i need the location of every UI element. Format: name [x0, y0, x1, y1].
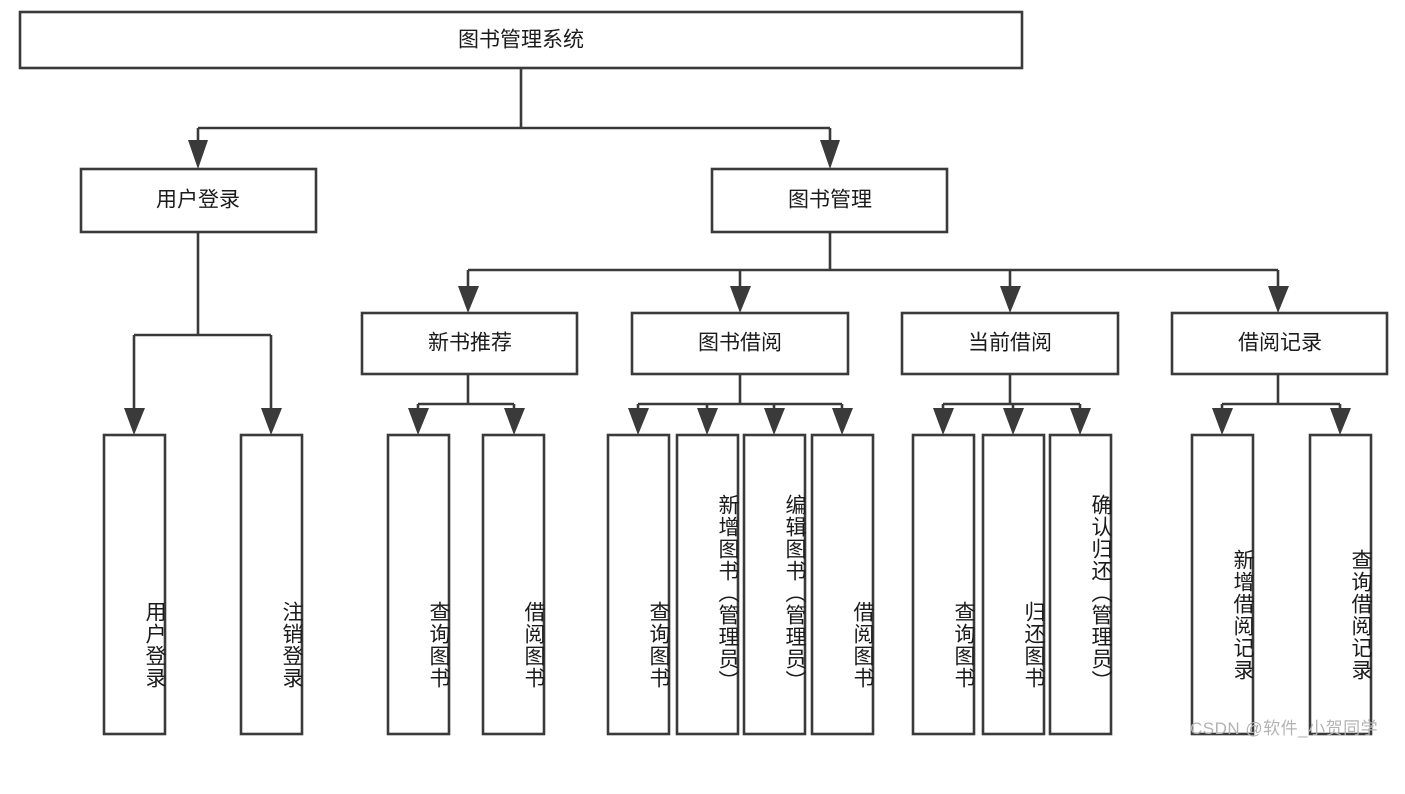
arrow-head-add-borrow-record	[1212, 408, 1233, 435]
flowchart-canvas: 图书管理系统 用户登录 图书管理 新书推荐 图书借阅 当前	[18, 10, 1389, 738]
arrow-head-query-book-2	[628, 408, 649, 435]
arrow-head-return-book	[1003, 408, 1024, 435]
flowchart-svg: 图书管理系统 用户登录 图书管理 新书推荐 图书借阅 当前	[18, 10, 1389, 736]
node-book-management-box[interactable]	[710, 167, 949, 234]
node-current-borrow[interactable]: 当前借阅	[900, 311, 1120, 376]
node-book-management[interactable]: 图书管理	[710, 167, 949, 234]
node-user-login-box[interactable]	[79, 167, 318, 234]
node-book-borrow-label: 图书借阅	[698, 332, 782, 355]
arrow-head-user-login	[188, 140, 208, 169]
node-return-book-box[interactable]	[981, 433, 1046, 736]
arrow-head-query-book-3	[933, 408, 954, 435]
node-edit-book-admin-box[interactable]	[742, 433, 807, 736]
arrow-head-query-borrow-record	[1330, 408, 1351, 435]
node-add-borrow-record-box[interactable]	[1190, 433, 1255, 736]
node-current-borrow-box[interactable]	[900, 311, 1120, 376]
node-query-book-2-box[interactable]	[606, 433, 671, 736]
node-user-login-do-box[interactable]	[102, 433, 167, 736]
arrow-head-confirm-return-admin	[1070, 408, 1091, 435]
arrow-head-book-management	[820, 140, 840, 169]
arrow-head-user-logout	[261, 408, 282, 435]
node-user-login-label: 用户登录	[156, 189, 240, 212]
node-layer: 图书管理系统 用户登录 图书管理 新书推荐 图书借阅 当前	[18, 10, 1389, 736]
node-user-login[interactable]: 用户登录	[79, 167, 318, 234]
csdn-watermark: CSDN @软件_小贺同学	[1190, 719, 1379, 738]
node-borrow-record[interactable]: 借阅记录	[1170, 311, 1389, 376]
node-root[interactable]: 图书管理系统	[18, 10, 1024, 70]
node-book-borrow[interactable]: 图书借阅	[630, 311, 850, 376]
arrow-head-edit-book-admin	[764, 408, 785, 435]
node-user-logout-box[interactable]	[239, 433, 304, 736]
node-root-label: 图书管理系统	[458, 29, 584, 52]
node-book-borrow-box[interactable]	[630, 311, 850, 376]
arrow-head-query-book-1	[408, 408, 429, 435]
arrow-head-add-book-admin	[697, 408, 718, 435]
arrow-head-current-borrow	[1000, 286, 1021, 313]
arrow-head-borrow-book-1	[504, 408, 525, 435]
arrow-head-borrow-book-2	[832, 408, 853, 435]
node-borrow-record-label: 借阅记录	[1238, 332, 1322, 355]
node-book-management-label: 图书管理	[788, 189, 872, 212]
node-root-box[interactable]	[18, 10, 1024, 70]
arrow-head-user-login-do	[124, 408, 145, 435]
node-add-book-admin-box[interactable]	[675, 433, 740, 736]
node-current-borrow-label: 当前借阅	[968, 332, 1052, 355]
node-new-book-recommend-box[interactable]	[360, 311, 579, 376]
connector-layer	[124, 68, 1351, 435]
node-borrow-record-box[interactable]	[1170, 311, 1389, 376]
node-new-book-recommend[interactable]: 新书推荐	[360, 311, 579, 376]
arrow-head-new-book-recommend	[458, 286, 479, 313]
node-query-book-3-box[interactable]	[911, 433, 976, 736]
arrow-head-book-borrow	[730, 286, 751, 313]
node-borrow-book-2-box[interactable]	[810, 433, 875, 736]
node-borrow-book-1-box[interactable]	[481, 433, 546, 736]
node-query-borrow-record-box[interactable]	[1308, 433, 1373, 736]
node-confirm-return-admin-box[interactable]	[1048, 433, 1113, 736]
arrow-head-borrow-record	[1268, 286, 1289, 313]
node-new-book-recommend-label: 新书推荐	[428, 332, 512, 355]
node-query-book-1-box[interactable]	[386, 433, 451, 736]
